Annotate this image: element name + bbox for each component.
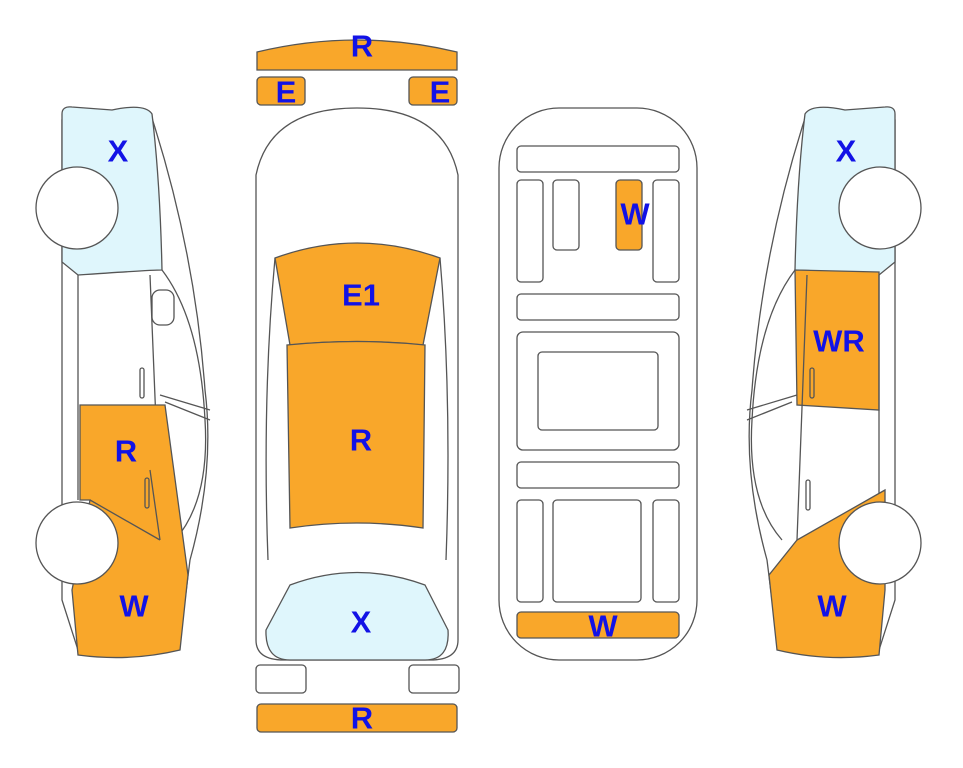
right-rear-wheel	[838, 166, 922, 250]
label-left-door: R	[115, 434, 137, 469]
right-front-wheel	[838, 501, 922, 585]
left-mirror	[151, 289, 175, 326]
label-underside-top: W	[620, 197, 650, 232]
underside-part-damaged[interactable]	[615, 179, 643, 251]
label-right-door: WR	[813, 324, 865, 359]
label-right-rear-glass: X	[836, 134, 857, 169]
top-rear-window[interactable]	[265, 571, 449, 661]
left-rear-wheel	[35, 166, 119, 250]
underside-part	[552, 499, 642, 603]
right-door-handle	[805, 479, 811, 511]
left-door-handle	[139, 367, 145, 399]
underside-view: W W	[498, 107, 698, 661]
top-view: R E E E1 R X R	[255, 29, 460, 736]
left-side-view: X R W	[35, 106, 211, 659]
underside-part	[516, 145, 680, 173]
underside-bottom-damaged[interactable]	[516, 611, 680, 639]
label-top-windshield: E1	[342, 278, 380, 313]
top-lamp-right[interactable]	[408, 76, 458, 106]
underside-part	[516, 293, 680, 321]
top-rear-bumper[interactable]	[256, 39, 458, 71]
underside-part	[516, 179, 544, 283]
underside-part	[652, 179, 680, 283]
label-top-lamp-left: E	[276, 75, 297, 110]
top-front-bumper[interactable]	[256, 703, 458, 733]
underside-part	[516, 461, 680, 489]
left-door-handle	[144, 477, 150, 509]
label-top-front-bumper: R	[351, 701, 373, 736]
left-door-lines	[77, 269, 211, 541]
top-light-right	[408, 664, 460, 694]
top-lamp-left[interactable]	[256, 76, 306, 106]
label-top-rear-bumper: R	[351, 29, 373, 64]
label-right-front: W	[817, 589, 847, 624]
top-light-left	[255, 664, 307, 694]
top-roof[interactable]	[286, 340, 426, 529]
label-top-lamp-right: E	[430, 75, 451, 110]
right-side-view: X WR W	[746, 106, 922, 659]
underside-part	[652, 499, 680, 603]
label-top-rear-window: X	[351, 605, 372, 640]
underside-part	[537, 351, 659, 431]
label-top-roof: R	[350, 423, 372, 458]
underside-part	[516, 499, 544, 603]
underside-part	[552, 179, 580, 251]
label-left-front: W	[119, 589, 149, 624]
label-left-rear-glass: X	[108, 134, 129, 169]
left-front-wheel	[35, 501, 119, 585]
right-door-handle	[809, 367, 815, 399]
label-underside-bottom: W	[588, 609, 618, 644]
left-door-panel[interactable]	[71, 404, 189, 659]
